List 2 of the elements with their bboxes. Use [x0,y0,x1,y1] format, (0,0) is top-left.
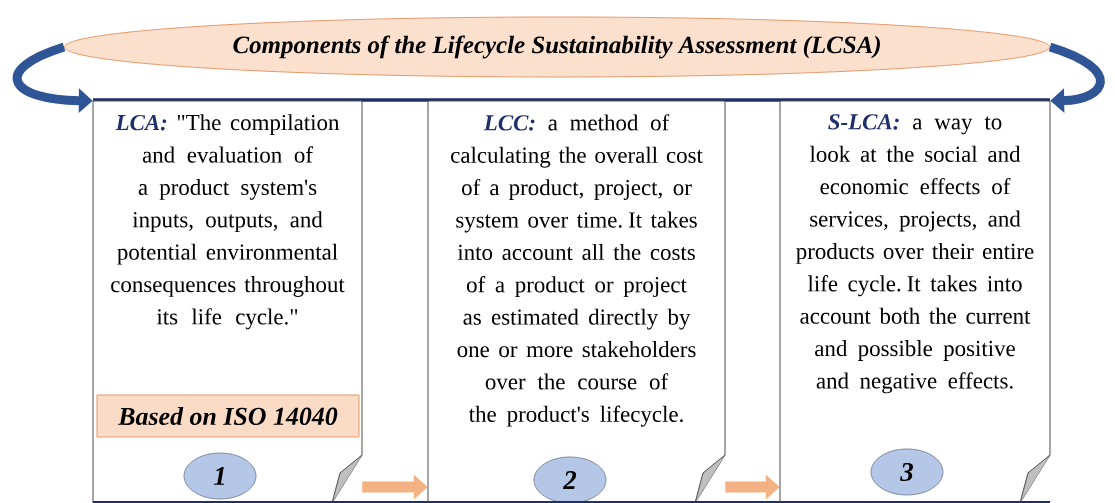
arrow [1048,42,1105,114]
iso-box: Based on ISO 14040 [96,394,360,438]
